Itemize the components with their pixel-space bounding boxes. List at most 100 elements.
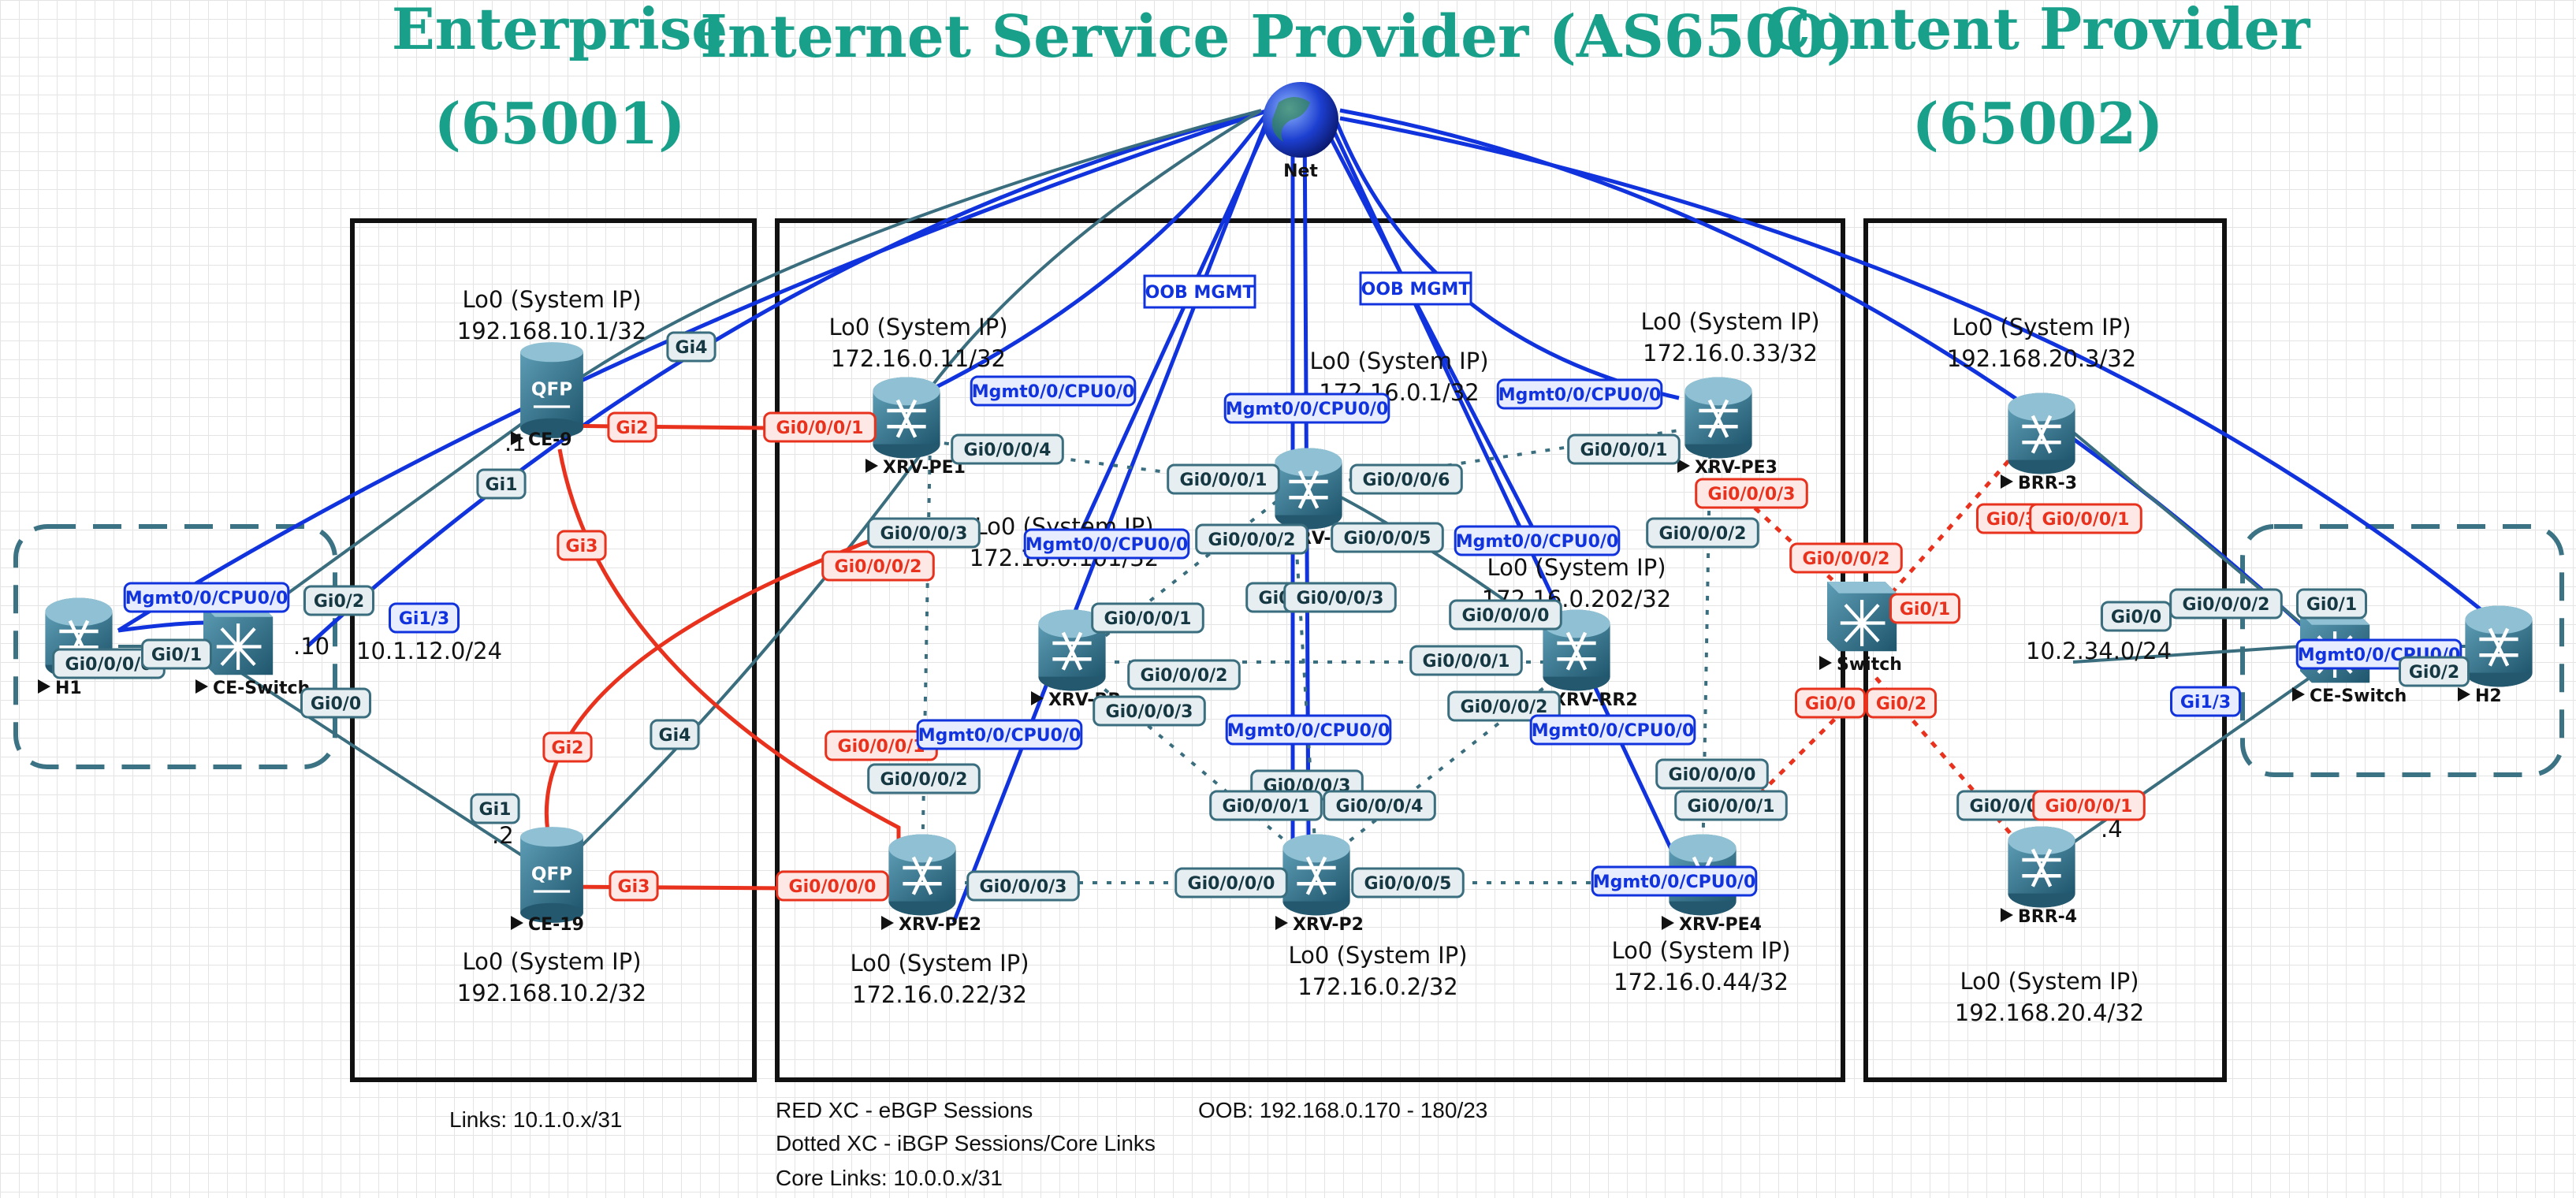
- interface-tag[interactable]: Gi0/0/0/3: [1695, 478, 1808, 509]
- device-label: Switch: [1837, 655, 1902, 675]
- device-xrv-pe2[interactable]: XRV-PE2: [881, 834, 981, 935]
- interface-tag-label: Gi0/0: [2111, 608, 2161, 627]
- interface-tag[interactable]: Mgmt0/0/CPU0/0: [123, 582, 290, 613]
- interface-tag[interactable]: Gi0/0/0/2: [821, 550, 935, 582]
- system-ip-address: 172.16.0.33/32: [1643, 340, 1818, 366]
- interface-tag[interactable]: Gi0/0/0/2: [1646, 517, 1759, 549]
- system-ip-block: Lo0 (System IP)172.16.0.11/32: [828, 314, 1007, 372]
- interface-tag[interactable]: Gi0/0/0/0: [1449, 599, 1562, 631]
- interface-tag[interactable]: Gi0/3: [1976, 503, 2047, 534]
- interface-tag-label: Gi0/0/0/1: [2042, 510, 2130, 530]
- interface-tag[interactable]: Gi2: [542, 731, 593, 763]
- interface-tag[interactable]: Mgmt0/0/CPU0/0: [916, 719, 1083, 750]
- device-ce-sw1[interactable]: CE-Switch: [195, 605, 310, 698]
- interface-tag[interactable]: Gi0/0/0/0: [1174, 867, 1288, 898]
- play-icon: [1275, 916, 1288, 930]
- device-xrv-pe1[interactable]: XRV-PE1: [865, 377, 966, 478]
- interface-tag[interactable]: Gi0/0/0/5: [1331, 522, 1444, 553]
- device-ce-19[interactable]: CE-19: [511, 825, 585, 935]
- interface-tag[interactable]: Gi1/3: [2170, 686, 2241, 717]
- interface-tag[interactable]: Gi4: [650, 719, 700, 750]
- interface-tag[interactable]: Gi3: [557, 530, 607, 561]
- interface-tag[interactable]: Gi0/1: [141, 638, 212, 670]
- interface-tag[interactable]: Gi0/0/0/1: [2032, 790, 2146, 821]
- interface-tag[interactable]: Gi0/0/0/2: [1789, 542, 1903, 574]
- interface-tag[interactable]: Mgmt0/0/CPU0/0: [1454, 525, 1621, 556]
- play-icon: [1031, 691, 1044, 705]
- interface-tag[interactable]: Mgmt0/0/CPU0/0: [1496, 378, 1663, 410]
- interface-tag[interactable]: Gi0/0/0/3: [867, 517, 981, 549]
- interface-tag[interactable]: Gi0/0/0/2: [1195, 523, 1308, 555]
- interface-tag[interactable]: Gi0/0/0/6: [1349, 463, 1463, 495]
- play-icon: [511, 431, 523, 445]
- interface-tag[interactable]: Gi0/0/0/1: [825, 730, 938, 761]
- device-ce-9[interactable]: CE-9: [511, 340, 585, 450]
- interface-tag[interactable]: Gi0/0/0/0: [52, 648, 166, 679]
- interface-tag-label: Gi1: [486, 475, 518, 495]
- interface-tag[interactable]: Gi0/0/0/1: [1091, 602, 1204, 634]
- enterprise-box: [350, 218, 757, 1082]
- interface-tag-bg: [1866, 687, 1937, 719]
- interface-tag-bg: [1449, 599, 1562, 631]
- interface-tag[interactable]: Gi0/0/0/3: [1283, 582, 1397, 613]
- device-xrv-p2[interactable]: XRV-P2: [1275, 834, 1364, 935]
- interface-tag-label: Gi0/0/0/1: [1104, 609, 1192, 629]
- interface-tag[interactable]: Gi0/0/0/1: [1409, 645, 1523, 676]
- interface-tag[interactable]: Mgmt0/0/CPU0/0: [1529, 714, 1696, 746]
- interface-tag-label: Gi0/0/0/2: [1208, 530, 1296, 550]
- interface-tag[interactable]: Gi2: [607, 411, 657, 443]
- device-xrv-pe4[interactable]: XRV-PE4: [1662, 834, 1762, 935]
- interface-tag[interactable]: Gi0/1: [2296, 588, 2367, 619]
- interface-tag[interactable]: Gi0/0/0/2: [2169, 588, 2283, 619]
- interface-tag[interactable]: Gi0/0/0/2: [1447, 690, 1561, 722]
- interface-tag[interactable]: Mgmt0/0/CPU0/0: [1591, 865, 1758, 897]
- interface-tag[interactable]: Gi1: [476, 468, 527, 500]
- interface-tag[interactable]: Gi0/0/0/1: [1167, 463, 1280, 495]
- interface-tag[interactable]: Gi0/2: [303, 585, 374, 616]
- interface-tag[interactable]: Gi0/0: [1795, 687, 1866, 719]
- interface-tag-bg: [1655, 758, 1769, 790]
- interface-tag[interactable]: Gi4: [666, 331, 717, 363]
- device-ce-sw2[interactable]: CE-Switch: [2292, 613, 2407, 706]
- device-h1[interactable]: H1: [38, 597, 113, 698]
- device-sw[interactable]: Switch: [1819, 582, 1902, 675]
- interface-tag[interactable]: Gi0/0/0/1: [1209, 790, 1323, 821]
- interface-tag[interactable]: Gi1/3: [389, 602, 460, 634]
- interface-tag[interactable]: Gi0/2: [1866, 687, 1937, 719]
- play-icon: [1662, 916, 1674, 930]
- interface-tag[interactable]: Gi0/0/0/1: [2029, 503, 2142, 534]
- interface-tag[interactable]: Gi0/0/0/1: [1567, 433, 1681, 465]
- device-brr-4[interactable]: BRR-4: [2001, 826, 2077, 927]
- interface-tag[interactable]: Gi0/0/0/5: [1351, 867, 1465, 898]
- interface-tag[interactable]: Mgmt0/0/CPU0/0: [1023, 528, 1190, 560]
- interface-tag[interactable]: Mgmt0/0/CPU0/0: [1223, 393, 1390, 424]
- interface-tag[interactable]: Gi0/1: [1889, 593, 1960, 624]
- interface-tag[interactable]: Gi0/0/0/0: [1655, 758, 1769, 790]
- interface-tag[interactable]: Gi0/0: [2101, 601, 2172, 632]
- interface-tag[interactable]: Gi0/0/0/1: [1674, 790, 1788, 821]
- interface-tag[interactable]: Mgmt0/0/CPU0/0: [1225, 714, 1392, 746]
- play-icon: [2458, 687, 2470, 701]
- interface-tag[interactable]: Gi0/0/0/4: [1323, 790, 1436, 821]
- isp-title: Internet Service Provider (AS6500): [700, 3, 1854, 71]
- interface-tag[interactable]: Mgmt0/0/CPU0/0: [970, 375, 1137, 407]
- interface-tag[interactable]: Gi0/0/0/1: [763, 411, 877, 443]
- interface-tag-label: Mgmt0/0/CPU0/0: [1593, 872, 1756, 892]
- interface-tag[interactable]: Gi0/0/0/2: [867, 763, 981, 794]
- device-xrv-pe3[interactable]: XRV-PE3: [1677, 377, 1778, 478]
- interface-tag[interactable]: Gi0/0/0/3: [1093, 695, 1206, 727]
- interface-tag[interactable]: Gi0/2: [2399, 656, 2470, 687]
- interface-tag[interactable]: Gi0/0: [300, 687, 371, 719]
- interface-tag-label: Gi0/0/0/1: [1180, 471, 1268, 490]
- interface-tag[interactable]: Gi1: [470, 793, 520, 824]
- interface-tag[interactable]: Gi0/0/0/3: [966, 870, 1080, 902]
- device-brr-3[interactable]: BRR-3: [2001, 393, 2077, 493]
- interface-tag[interactable]: Gi0/0/0/4: [951, 433, 1064, 465]
- interface-tag[interactable]: Gi3: [609, 870, 659, 902]
- interface-tag-label: Gi0/0/0/2: [1461, 698, 1548, 717]
- interface-tag[interactable]: Gi0/0/0/0: [776, 870, 889, 902]
- interface-tag[interactable]: Gi0/0/0/2: [1127, 659, 1241, 690]
- interface-tag-bg: [867, 517, 981, 549]
- device-h2[interactable]: H2: [2458, 605, 2533, 706]
- system-ip-title: Lo0 (System IP): [1487, 554, 1666, 581]
